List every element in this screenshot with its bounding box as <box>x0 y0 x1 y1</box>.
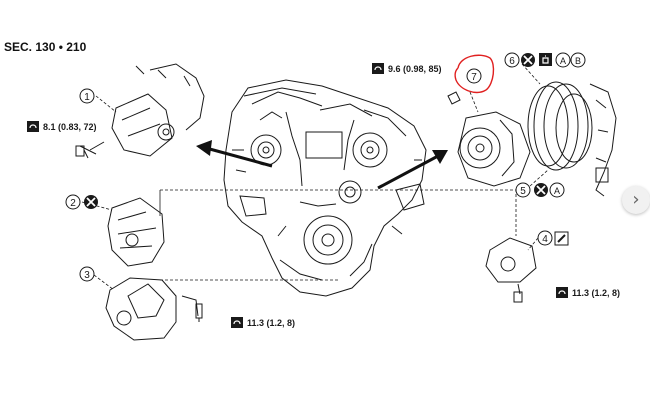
torque-wrench-icon <box>231 317 243 328</box>
callout-3-label: 3 <box>84 270 90 281</box>
left-cover-part-3 <box>105 277 203 341</box>
letter-a-label: A <box>560 56 566 66</box>
direction-arrows <box>196 140 448 190</box>
callout-1-label: 1 <box>84 92 90 103</box>
torque-wrench-icon <box>27 121 39 132</box>
letter-a-label: A <box>554 186 560 196</box>
torque-top: 9.6 (0.98, 85) <box>388 64 442 74</box>
water-pump-assembly <box>447 81 617 197</box>
torque-bottom: 11.3 (1.2, 8) <box>247 318 295 328</box>
callout-2: 2 <box>65 194 81 210</box>
do-not-reuse-icon <box>521 53 535 67</box>
torque-left: 8.1 (0.83, 72) <box>43 122 97 132</box>
callout-5: 5 <box>515 182 531 198</box>
callout-2-label: 2 <box>70 198 76 209</box>
do-not-reuse-icon <box>84 195 98 209</box>
torque-wrench-icon <box>556 287 568 298</box>
section-title: SEC. 130 • 210 <box>4 40 87 54</box>
callout-3: 3 <box>79 266 95 282</box>
thermostat-housing-part-4 <box>485 237 537 303</box>
callout-4-label: 4 <box>542 234 548 245</box>
next-image-button[interactable]: › <box>622 186 650 214</box>
sealant-icon <box>539 53 552 66</box>
engine-block <box>223 79 427 297</box>
torque-wrench-icon <box>372 63 384 74</box>
left-bracket-part-1 <box>75 63 205 159</box>
letter-a-badge: A <box>549 182 565 198</box>
callout-5-label: 5 <box>520 186 526 197</box>
callout-6-label: 6 <box>509 56 515 67</box>
red-highlight-circle <box>454 54 495 94</box>
letter-a-badge: A <box>555 52 571 68</box>
chevron-right-icon: › <box>632 189 640 210</box>
callout-7: 7 <box>466 68 482 84</box>
torque-right: 11.3 (1.2, 8) <box>572 288 620 298</box>
left-cover-part-2 <box>107 197 165 267</box>
letter-b-label: B <box>575 56 581 66</box>
callout-7-label: 7 <box>471 72 477 83</box>
callout-4: 4 <box>537 230 553 246</box>
do-not-reuse-icon <box>534 183 548 197</box>
letter-b-badge: B <box>570 52 586 68</box>
callout-1: 1 <box>79 88 95 104</box>
grease-icon <box>554 231 569 246</box>
callout-6: 6 <box>504 52 520 68</box>
